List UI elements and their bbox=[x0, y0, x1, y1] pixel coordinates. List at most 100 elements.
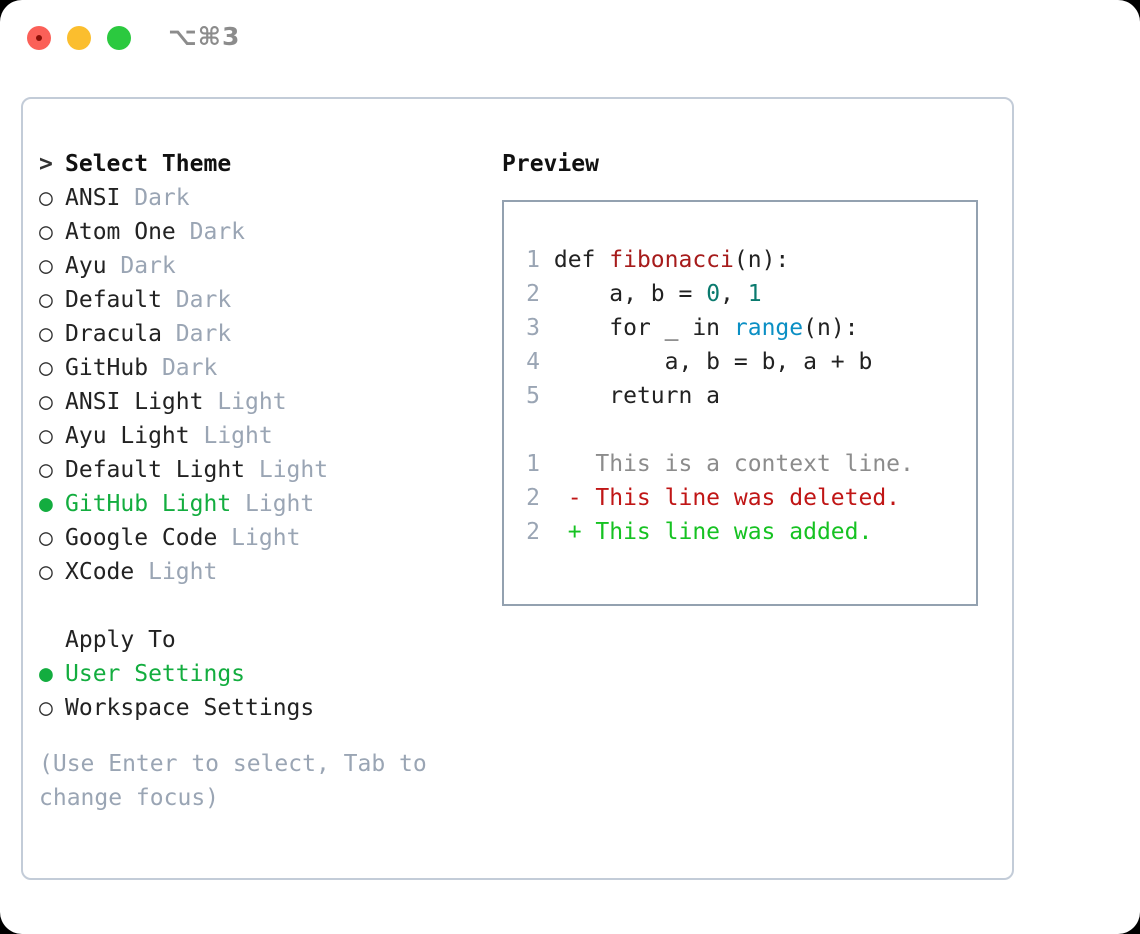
theme-list-item[interactable]: ○ ANSI Light Light bbox=[39, 385, 469, 419]
diff-line-number: 2 bbox=[526, 485, 540, 511]
theme-name-label: GitHub Light bbox=[65, 491, 232, 517]
theme-variant-label: Light bbox=[217, 525, 301, 551]
theme-header-label: Select Theme bbox=[65, 151, 232, 177]
radio-selected-icon[interactable]: ● bbox=[39, 661, 53, 687]
code-line-number: 3 bbox=[526, 315, 540, 341]
code-token: (n): bbox=[803, 315, 859, 341]
code-line: 3 for _ in range(n): bbox=[524, 311, 914, 345]
theme-list-item[interactable]: ○Atom One Dark bbox=[39, 215, 469, 249]
diff-line-text: This is a context line. bbox=[540, 451, 914, 477]
code-line-number: 1 bbox=[526, 247, 540, 273]
maximize-button[interactable] bbox=[107, 26, 131, 50]
radio-unselected-icon[interactable]: ○ bbox=[39, 389, 53, 415]
theme-variant-label: Light bbox=[245, 457, 329, 483]
theme-name-label: Default Light bbox=[65, 457, 246, 483]
radio-unselected-icon[interactable]: ○ bbox=[39, 287, 53, 313]
title-bar: ⌥⌘3 bbox=[0, 0, 1140, 76]
code-token: a, b = bbox=[553, 281, 707, 307]
apply-to-option[interactable]: ● User Settings bbox=[39, 657, 469, 691]
code-diff-separator bbox=[524, 413, 914, 447]
content-panel: > Select Theme ○ ANSI Dark ○ Atom One Dark ○ A… bbox=[21, 97, 1014, 880]
theme-list-item[interactable]: ● GitHub Light Light bbox=[39, 487, 469, 521]
radio-unselected-icon[interactable]: ○ bbox=[39, 219, 53, 245]
theme-header-caret: > bbox=[39, 151, 53, 177]
radio-unselected-icon[interactable]: ○ bbox=[39, 253, 53, 279]
apply-to-header: Apply To bbox=[39, 623, 469, 657]
code-token: 0 bbox=[706, 281, 721, 307]
preview-column: Preview 1 def fibonacci(n):2 a, b = 0, 1… bbox=[502, 147, 992, 606]
theme-list-item[interactable]: ○ GitHub Dark bbox=[39, 351, 469, 385]
code-token: return a bbox=[553, 383, 721, 409]
code-token: range bbox=[733, 315, 804, 341]
apply-to-header-label: Apply To bbox=[65, 627, 176, 653]
apply-to-header-indent bbox=[39, 623, 65, 657]
keyboard-shortcut-label: ⌥⌘3 bbox=[168, 22, 241, 51]
theme-picker-header: > Select Theme bbox=[39, 147, 469, 181]
code-token: def bbox=[553, 247, 610, 273]
theme-list-item[interactable]: ○ANSI Dark bbox=[39, 181, 469, 215]
diff-line: 2 - This line was deleted. bbox=[524, 481, 914, 515]
theme-variant-label: Light bbox=[203, 389, 287, 415]
theme-name-label: GitHub bbox=[65, 355, 149, 381]
radio-unselected-icon[interactable]: ○ bbox=[39, 423, 53, 449]
theme-list[interactable]: ○ ANSI Dark ○ Atom One Dark ○ Ayu Dark ○ Defaul… bbox=[39, 181, 469, 589]
code-token: fibonacci bbox=[609, 247, 734, 273]
apply-to-option-label: Workspace Settings bbox=[65, 695, 315, 721]
code-line: 5 return a bbox=[524, 379, 914, 413]
code-token: 1 bbox=[747, 281, 762, 307]
theme-list-item[interactable]: ○Ayu Light Light bbox=[39, 419, 469, 453]
diff-line-number: 1 bbox=[526, 451, 540, 477]
theme-list-item[interactable]: ○ Default Dark bbox=[39, 283, 469, 317]
apply-to-option-label: User Settings bbox=[65, 661, 246, 687]
apply-to-options[interactable]: ● User Settings ○ Workspace Settings bbox=[39, 657, 469, 725]
code-line-number: 4 bbox=[526, 349, 540, 375]
theme-name-label: Default bbox=[65, 287, 162, 313]
code-line: 4 a, b = b, a + b bbox=[524, 345, 914, 379]
diff-line: 2 + This line was added. bbox=[524, 515, 914, 549]
code-token: for _ in bbox=[553, 315, 734, 341]
diff-line-text: - This line was deleted. bbox=[540, 485, 901, 511]
theme-name-label: Google Code bbox=[65, 525, 218, 551]
theme-variant-label: Dark bbox=[106, 253, 176, 279]
radio-unselected-icon[interactable]: ○ bbox=[39, 321, 53, 347]
radio-unselected-icon[interactable]: ○ bbox=[39, 185, 53, 211]
minimize-button[interactable] bbox=[67, 26, 91, 50]
theme-list-item[interactable]: ○XCode Light bbox=[39, 555, 469, 589]
code-line: 1 def fibonacci(n): bbox=[524, 243, 914, 277]
theme-variant-label: Dark bbox=[161, 287, 232, 313]
radio-selected-icon[interactable]: ● bbox=[39, 491, 53, 517]
keyboard-hint-text: (Use Enter to select, Tab to change focu… bbox=[39, 751, 427, 811]
radio-unselected-icon[interactable]: ○ bbox=[39, 559, 53, 585]
theme-variant-label: Light bbox=[134, 559, 218, 585]
diff-line-number: 2 bbox=[526, 519, 540, 545]
radio-unselected-icon[interactable]: ○ bbox=[39, 695, 53, 721]
radio-unselected-icon[interactable]: ○ bbox=[39, 525, 53, 551]
theme-list-item[interactable]: ○Dracula Dark bbox=[39, 317, 469, 351]
theme-list-item[interactable]: ○ Default Light Light bbox=[39, 453, 469, 487]
theme-name-label: Atom One bbox=[65, 219, 176, 245]
radio-unselected-icon[interactable]: ○ bbox=[39, 457, 53, 483]
preview-title: Preview bbox=[502, 151, 599, 177]
theme-name-label: Ayu Light bbox=[65, 423, 190, 449]
theme-variant-label: Light bbox=[231, 491, 315, 517]
theme-name-label: ANSI Light bbox=[65, 389, 204, 415]
theme-list-item[interactable]: ○ Ayu Dark bbox=[39, 249, 469, 283]
theme-name-label: ANSI bbox=[65, 185, 121, 211]
code-token: , bbox=[720, 281, 748, 307]
list-spacer bbox=[39, 589, 469, 623]
code-line-number: 5 bbox=[526, 383, 540, 409]
theme-name-label: Ayu bbox=[65, 253, 107, 279]
code-line-number: 2 bbox=[526, 281, 540, 307]
diff-line-text: + This line was added. bbox=[540, 519, 873, 545]
code-token: a, b = b, a + b bbox=[553, 349, 873, 375]
theme-variant-label: Dark bbox=[148, 355, 218, 381]
close-button[interactable] bbox=[27, 26, 51, 50]
radio-unselected-icon[interactable]: ○ bbox=[39, 355, 53, 381]
theme-picker-column: > Select Theme ○ ANSI Dark ○ Atom One Dark ○ A… bbox=[39, 147, 469, 815]
apply-to-option[interactable]: ○ Workspace Settings bbox=[39, 691, 469, 725]
code-line: 2 a, b = 0, 1 bbox=[524, 277, 914, 311]
theme-list-item[interactable]: ○ Google Code Light bbox=[39, 521, 469, 555]
diff-line: 1 This is a context line. bbox=[524, 447, 914, 481]
